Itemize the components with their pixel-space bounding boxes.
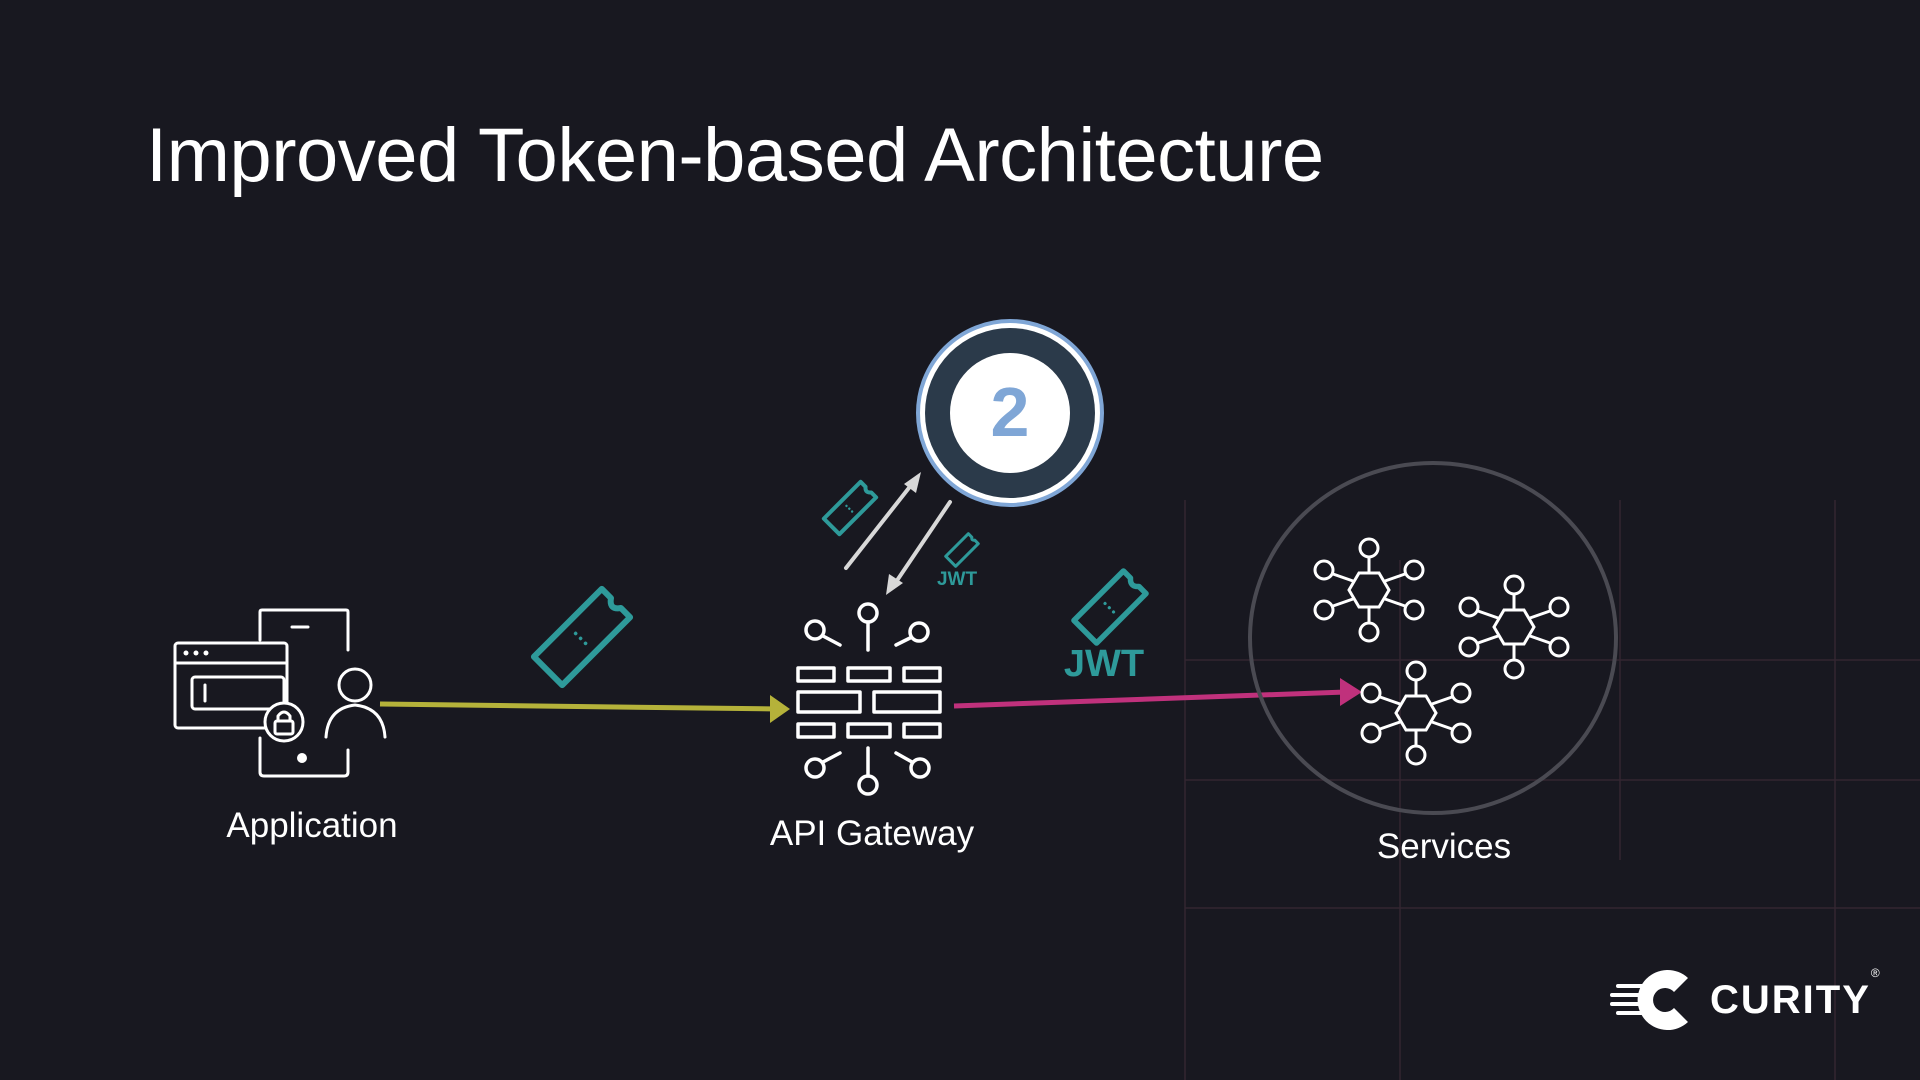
application-icon bbox=[173, 608, 387, 778]
introspect-token-icon bbox=[821, 479, 879, 537]
jwt-large-icon: JWT bbox=[1064, 568, 1149, 685]
services-label: Services bbox=[1376, 827, 1512, 866]
token-exchange-arrows bbox=[844, 472, 952, 595]
jwt-small-label: JWT bbox=[937, 569, 978, 590]
application-label: Application bbox=[226, 806, 398, 845]
services-boundary bbox=[1248, 461, 1618, 815]
oauth-version-number: 2 bbox=[991, 373, 1030, 451]
jwt-small-icon: JWT bbox=[937, 532, 980, 590]
registered-mark: ® bbox=[1870, 965, 1880, 980]
jwt-large-label: JWT bbox=[1064, 643, 1144, 685]
api-gateway-icon bbox=[796, 602, 942, 796]
client-to-gateway-arrow bbox=[379, 695, 790, 723]
curity-wordmark: CURITY® bbox=[1710, 966, 1880, 1023]
microservice-icon bbox=[1313, 537, 1425, 643]
slide-title: Improved Token-based Architecture bbox=[146, 113, 1324, 198]
api-gateway-label: API Gateway bbox=[769, 814, 975, 853]
microservice-icon bbox=[1458, 574, 1570, 680]
gateway-to-services-arrow bbox=[953, 678, 1362, 709]
opaque-token-icon bbox=[530, 585, 634, 689]
curity-logo-mark bbox=[1610, 970, 1688, 1030]
microservice-icon bbox=[1360, 660, 1472, 766]
oauth2-logo: OAUTH OAUTH 2 bbox=[916, 319, 1104, 507]
curity-brand-name: CURITY bbox=[1710, 978, 1871, 1022]
